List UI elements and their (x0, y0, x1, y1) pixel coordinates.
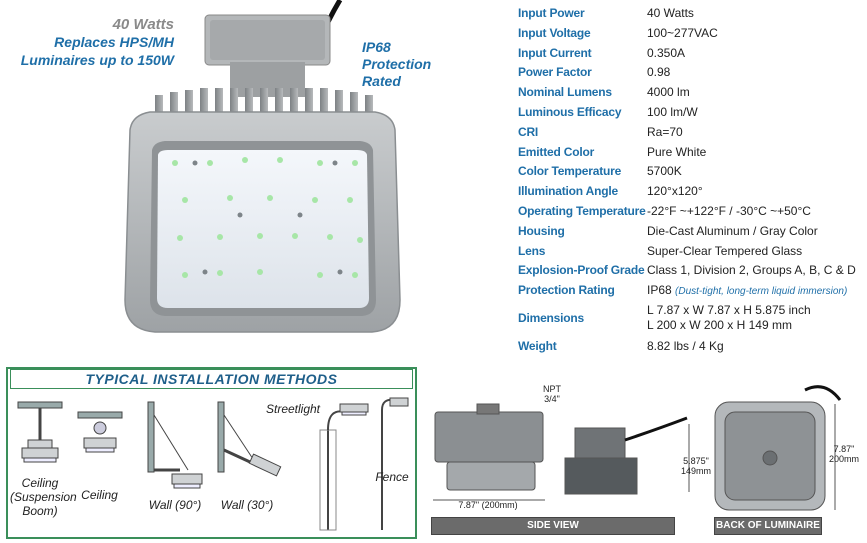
spec-value: Die-Cast Aluminum / Gray Color (647, 224, 818, 238)
luminaire-product-image (124, 0, 401, 333)
label-ceiling: Ceiling (81, 488, 118, 502)
spec-label: Luminous Efficacy (518, 105, 622, 119)
back-view-label: BACK OF LUMINAIRE (714, 517, 822, 535)
spec-value: 5700K (647, 164, 682, 178)
spec-value: 100~277VAC (647, 26, 718, 40)
label-line: Ceiling (21, 476, 59, 490)
spec-value: Super-Clear Tempered Glass (647, 244, 803, 258)
back-inches: 7.87" (833, 444, 855, 454)
spec-value: Pure White (647, 145, 707, 159)
spec-label: Emitted Color (518, 145, 595, 159)
height-mm: 149mm (680, 466, 711, 476)
label-wall-90: Wall (90°) (148, 498, 202, 512)
installation-methods-panel (6, 367, 417, 539)
spec-label: Dimensions (518, 311, 585, 325)
spec-label: CRI (518, 125, 539, 139)
spec-label: Illumination Angle (518, 184, 618, 198)
side-view-label: SIDE VIEW (431, 517, 675, 535)
height-inches: 5.875" (683, 456, 709, 466)
npt-line2: 3/4" (544, 394, 560, 404)
ip-callout-line2: Protection Rated (362, 56, 432, 89)
spec-label: Operating Temperature (518, 204, 646, 218)
spec-value: 0.350A (647, 46, 686, 60)
height-dimension: 5.875" 149mm (676, 456, 716, 476)
spec-label: Color Temperature (518, 164, 622, 178)
npt-label: NPT 3/4" (535, 384, 569, 404)
npt-line1: NPT (543, 384, 561, 394)
installation-illustrations (17, 397, 409, 531)
label-fence: Fence (375, 470, 409, 484)
spec-label: Protection Rating (518, 283, 615, 297)
protection-rating-note: (Dust-tight, long-term liquid immersion) (675, 286, 848, 297)
ip-callout-line1: IP68 (362, 39, 391, 55)
replaces-callout-line1: Replaces HPS/MH (54, 34, 174, 50)
label-line: (Suspension (10, 490, 77, 504)
spec-label: Input Voltage (518, 26, 591, 40)
label-wall-30: Wall (30°) (220, 498, 274, 512)
protection-rating-value: IP68 (647, 283, 672, 297)
spec-value: 4000 lm (647, 85, 690, 99)
spec-label: Weight (518, 339, 557, 353)
spec-value-metric: L 200 x W 200 x H 149 mm (647, 318, 792, 332)
dimension-drawings (433, 385, 842, 511)
installation-title: TYPICAL INSTALLATION METHODS (10, 369, 413, 389)
label-streetlight: Streetlight (265, 402, 321, 416)
spec-label: Power Factor (518, 65, 592, 79)
wattage-callout: 40 Watts (112, 16, 174, 33)
replaces-callout-line2: Luminaires up to 150W (20, 52, 174, 68)
spec-value: 40 Watts (647, 6, 694, 20)
spec-value: Class 1, Division 2, Groups A, B, C & D (647, 263, 856, 277)
label-line: Boom) (22, 504, 58, 518)
spec-value: 8.82 lbs / 4 Kg (647, 339, 724, 353)
spec-value: IP68 (Dust-tight, long-term liquid immer… (647, 283, 847, 297)
spec-label: Lens (518, 244, 546, 258)
width-dimension: 7.87" (200mm) (458, 500, 518, 510)
label-ceiling-suspension: Ceiling (Suspension Boom) (10, 476, 77, 518)
spec-label: Nominal Lumens (518, 85, 612, 99)
spec-value: Ra=70 (647, 125, 683, 139)
spec-label: Input Power (518, 6, 585, 20)
spec-value: -22°F ~+122°F / -30°C ~+50°C (647, 204, 811, 218)
spec-value: 100 lm/W (647, 105, 698, 119)
spec-value: 0.98 (647, 65, 671, 79)
spec-value: L 7.87 x W 7.87 x H 5.875 inch (647, 303, 811, 317)
back-dimension: 7.87" 200mm (822, 444, 866, 464)
back-mm: 200mm (828, 454, 859, 464)
spec-label: Explosion-Proof Grade (518, 263, 645, 277)
spec-value: 120°x120° (647, 184, 703, 198)
spec-label: Input Current (518, 46, 592, 60)
spec-label: Housing (518, 224, 565, 238)
